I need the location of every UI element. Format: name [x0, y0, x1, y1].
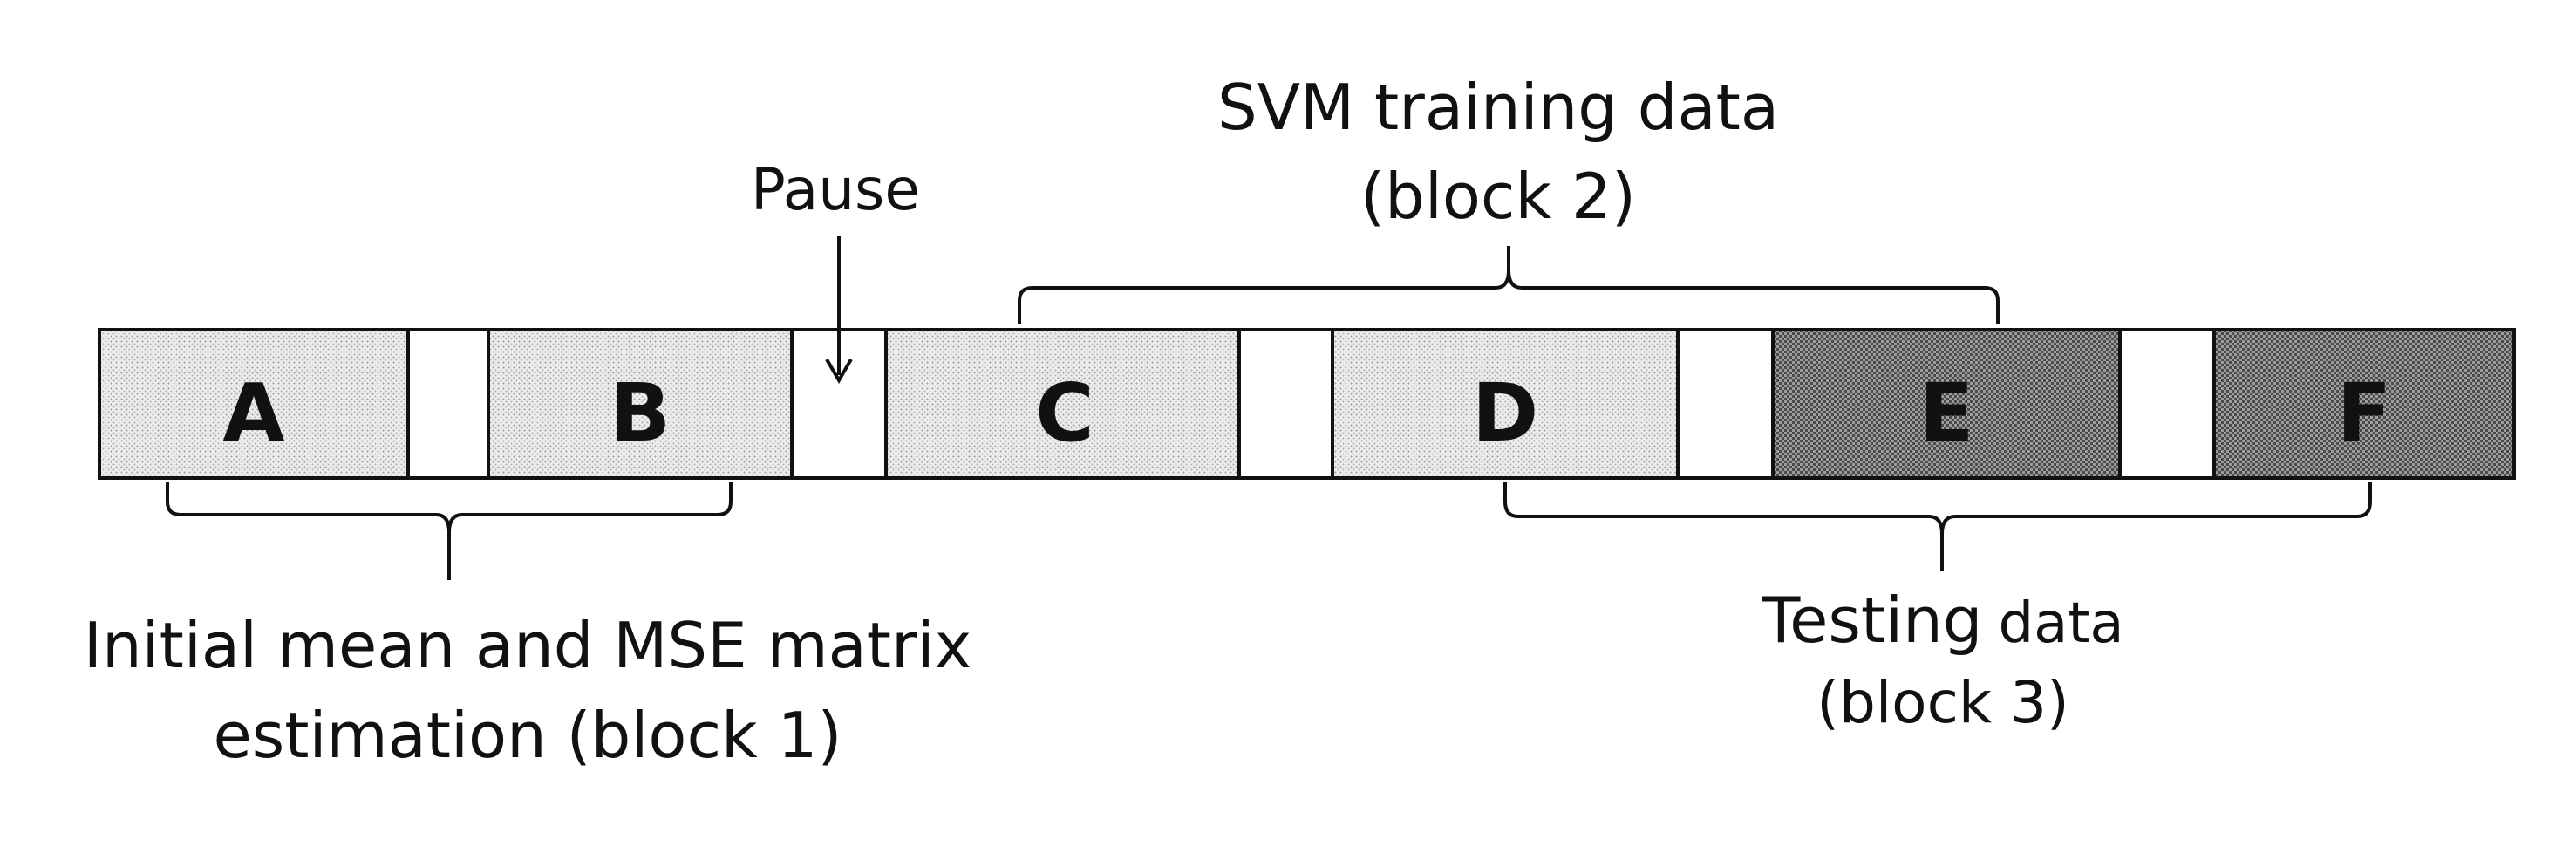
block3-title-line2: (block 3): [1816, 669, 2069, 736]
segment-D-label: D: [1472, 366, 1538, 460]
segment-gap-4: [2118, 328, 2216, 480]
segment-B-label: B: [610, 366, 671, 460]
brace-block-1: [166, 482, 733, 580]
segment-E-label: E: [1919, 366, 1974, 460]
segment-A: [98, 328, 410, 480]
block1-title-line2: estimation (block 1): [213, 699, 842, 772]
brace-block-3: [1503, 482, 2372, 571]
segment-gap-2: [1237, 328, 1334, 480]
segment-B: [487, 328, 794, 480]
segment-D: [1331, 328, 1680, 480]
block3-title-testing: Testing: [1761, 584, 1982, 657]
segment-A-label: A: [222, 366, 284, 460]
pause-label: Pause: [751, 156, 920, 223]
segment-gap-1: [406, 328, 490, 480]
segment-F: [2212, 328, 2516, 480]
pause-arrowhead: [825, 358, 853, 384]
brace-block-2: [1018, 246, 2000, 324]
segment-C-label: C: [1035, 366, 1094, 460]
segment-F-label: F: [2337, 366, 2392, 460]
block1-title-line1: Initial mean and MSE matrix: [84, 609, 971, 682]
block2-title-line2: (block 2): [1360, 160, 1636, 233]
block2-title-line1: SVM training data: [1217, 71, 1779, 144]
block3-title-data: data: [1998, 591, 2123, 656]
segment-E: [1771, 328, 2122, 480]
segment-gap-3: [1676, 328, 1775, 480]
